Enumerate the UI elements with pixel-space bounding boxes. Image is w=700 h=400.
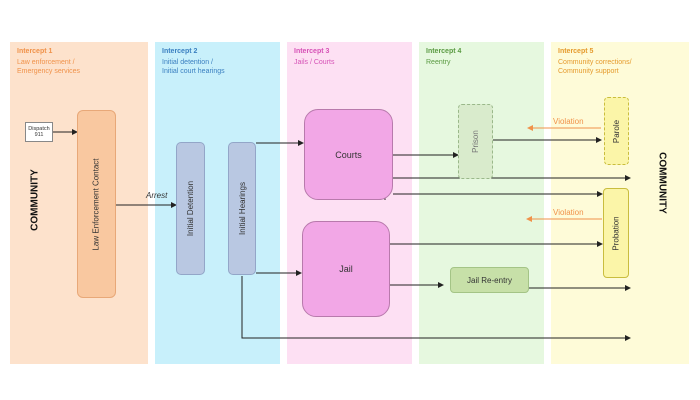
initial-hearings-box: Initial Hearings (228, 142, 256, 275)
lane-intercept-4: Intercept 4 Reentry (419, 42, 544, 364)
lane-subtitle: Initial detention / Initial court hearin… (162, 59, 225, 75)
courts-to-community-arrow (384, 175, 631, 200)
lane-title: Intercept 3 (294, 48, 330, 55)
lane-subtitle: Reentry (426, 59, 451, 66)
courts-label: Courts (335, 149, 362, 160)
dispatch-911-box: Dispatch 911 (25, 122, 53, 142)
lane-title: Intercept 1 (17, 48, 53, 55)
initial-detention-label: Initial Detention (186, 180, 195, 237)
initial-hearings-label: Initial Hearings (237, 182, 247, 235)
arrest-label: Arrest (146, 191, 168, 200)
law-enforcement-label: Law Enforcement Contact (92, 157, 102, 251)
lane-title: Intercept 4 (426, 48, 462, 55)
jail-reentry-label: Jail Re-entry (467, 275, 512, 285)
lane-title: Intercept 5 (558, 48, 594, 55)
parole-violation-label: Violation (553, 117, 584, 126)
prison-box: Prison (458, 104, 493, 179)
hearings-to-community-arrow (241, 276, 631, 341)
lane-subtitle: Community corrections/ Community support (558, 59, 632, 75)
jail-reentry-box: Jail Re-entry (450, 267, 529, 293)
probation-label: Probation (611, 215, 621, 251)
prison-label: Prison (471, 130, 480, 153)
jail-box: Jail (302, 221, 390, 317)
probation-box: Probation (603, 188, 629, 278)
courts-box: Courts (304, 109, 393, 200)
jail-label: Jail (339, 264, 353, 274)
lane-title: Intercept 2 (162, 48, 198, 55)
initial-detention-box: Initial Detention (176, 142, 205, 275)
lane-subtitle: Law enforcement / Emergency services (17, 59, 81, 75)
probation-violation-label: Violation (553, 208, 584, 217)
parole-label: Parole (612, 119, 621, 143)
parole-box: Parole (604, 97, 629, 165)
lane-subtitle: Jails / Courts (294, 59, 335, 66)
law-enforcement-contact-box: Law Enforcement Contact (77, 110, 116, 298)
